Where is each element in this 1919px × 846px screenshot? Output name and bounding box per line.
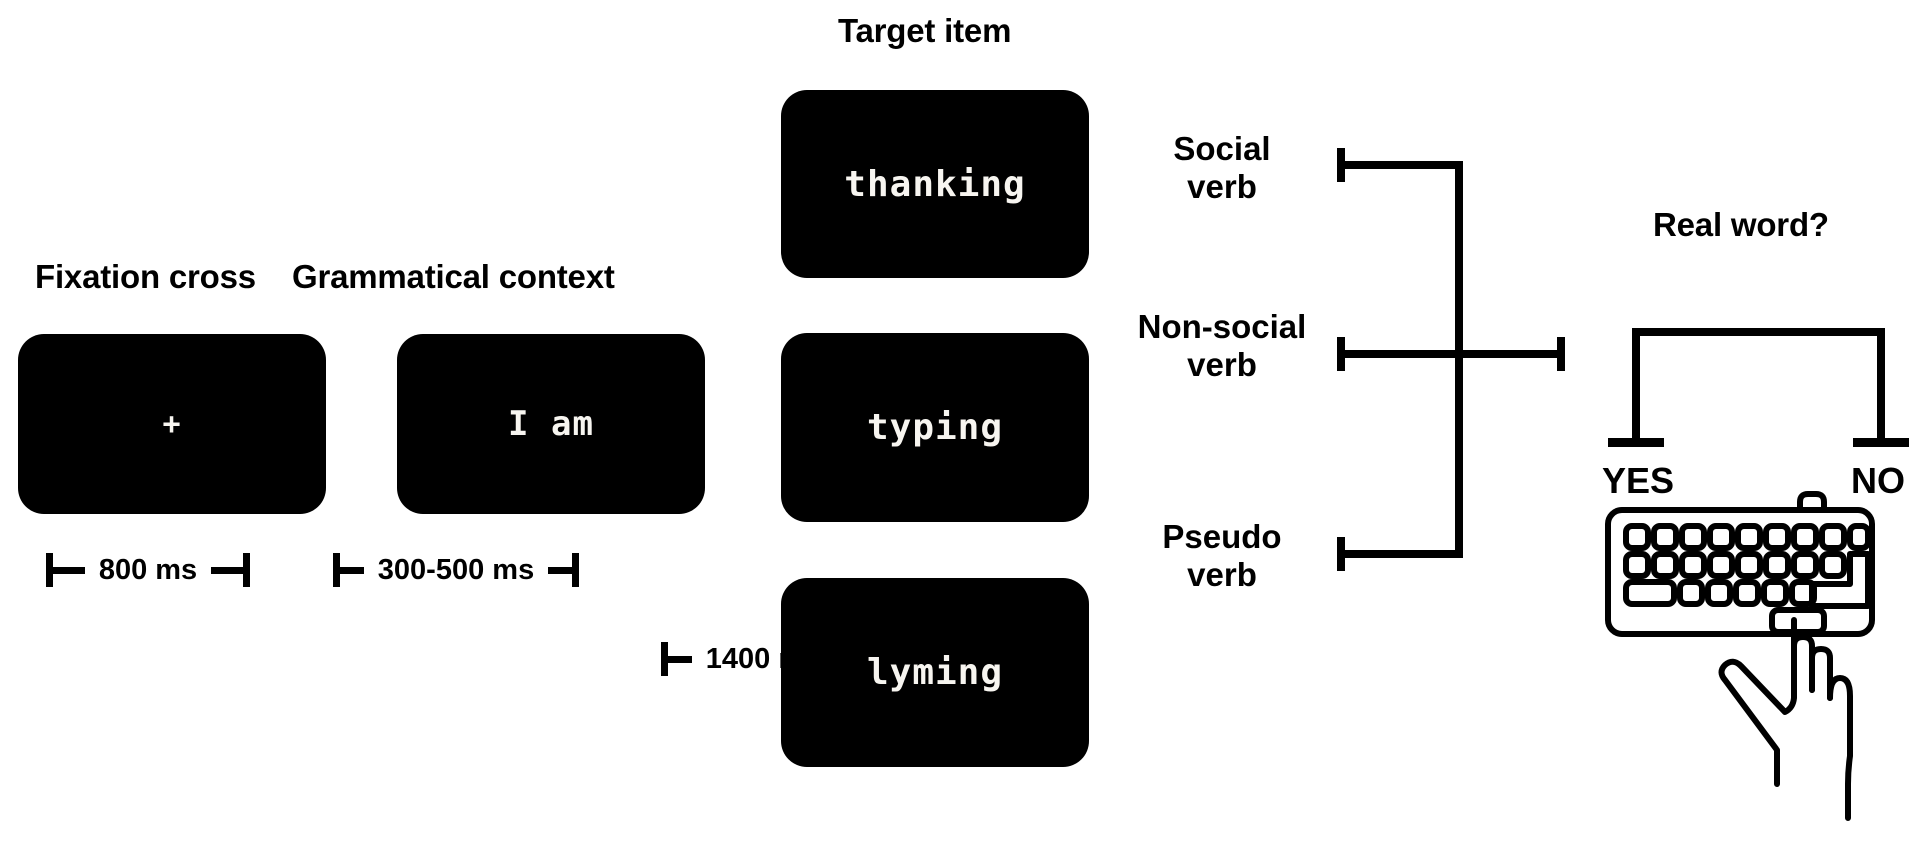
bracket-line-nonsocial <box>1337 350 1565 358</box>
duration-cap-right <box>858 642 866 676</box>
bracket-line-pseudo <box>1337 550 1463 558</box>
target-word-pseudo: lyming <box>866 652 1004 693</box>
stimulus-screen-context: I am <box>397 334 705 514</box>
duration-line-right <box>548 566 573 574</box>
context-sentence-text: I am <box>508 404 594 444</box>
duration-cap-left <box>45 553 53 587</box>
duration-cap-right <box>572 553 580 587</box>
duration-label-context: 300-500 ms <box>377 553 535 586</box>
duration-cap-left <box>332 553 340 587</box>
bracket-cap-output <box>1557 337 1565 371</box>
heading-target-item: Target item <box>838 12 1012 49</box>
fixation-cross-glyph: + <box>162 406 182 442</box>
heading-fixation-cross: Fixation cross <box>35 258 256 295</box>
verb-category-label-pseudo: Pseudo verb <box>1162 518 1282 594</box>
duration-label-fixation: 800 ms <box>98 553 198 586</box>
stimulus-screen-nonsocial-verb: typing <box>781 333 1089 522</box>
duration-line-left <box>339 566 364 574</box>
decision-bracket-foot-yes <box>1608 438 1664 447</box>
duration-line-right <box>211 566 244 574</box>
duration-line-left <box>52 566 85 574</box>
duration-cap-right <box>243 553 251 587</box>
decision-bracket-left-arm <box>1632 328 1640 445</box>
duration-line-left <box>667 655 692 663</box>
duration-label-target: 1400 ms <box>705 642 821 675</box>
duration-bar-target: 1400 ms <box>638 637 888 681</box>
stimulus-screen-pseudo-verb: lyming <box>781 578 1089 767</box>
response-label-no: NO <box>1851 460 1905 501</box>
heading-grammatical-context: Grammatical context <box>292 258 615 295</box>
target-word-social: thanking <box>844 163 1026 205</box>
duration-bar-fixation: 800 ms <box>18 548 278 592</box>
stimulus-screen-fixation: + <box>18 334 326 514</box>
duration-bar-context: 300-500 ms <box>330 548 582 592</box>
decision-bracket-foot-no <box>1853 438 1909 447</box>
decision-bracket-right-arm <box>1877 328 1885 445</box>
decision-bracket-top <box>1632 328 1885 336</box>
duration-cap-left <box>660 642 668 676</box>
target-word-nonsocial: typing <box>866 407 1004 448</box>
bracket-vertical-spine <box>1455 161 1463 558</box>
duration-line-right <box>834 655 859 663</box>
verb-category-label-social: Social verb <box>1173 130 1271 206</box>
response-label-yes: YES <box>1602 460 1675 501</box>
stimulus-screen-social-verb: thanking <box>781 90 1089 278</box>
bracket-line-social <box>1337 161 1463 169</box>
heading-real-word-question: Real word? <box>1653 206 1829 243</box>
verb-category-label-nonsocial: Non-social verb <box>1137 308 1307 384</box>
keyboard-hand-icon <box>1604 486 1904 836</box>
